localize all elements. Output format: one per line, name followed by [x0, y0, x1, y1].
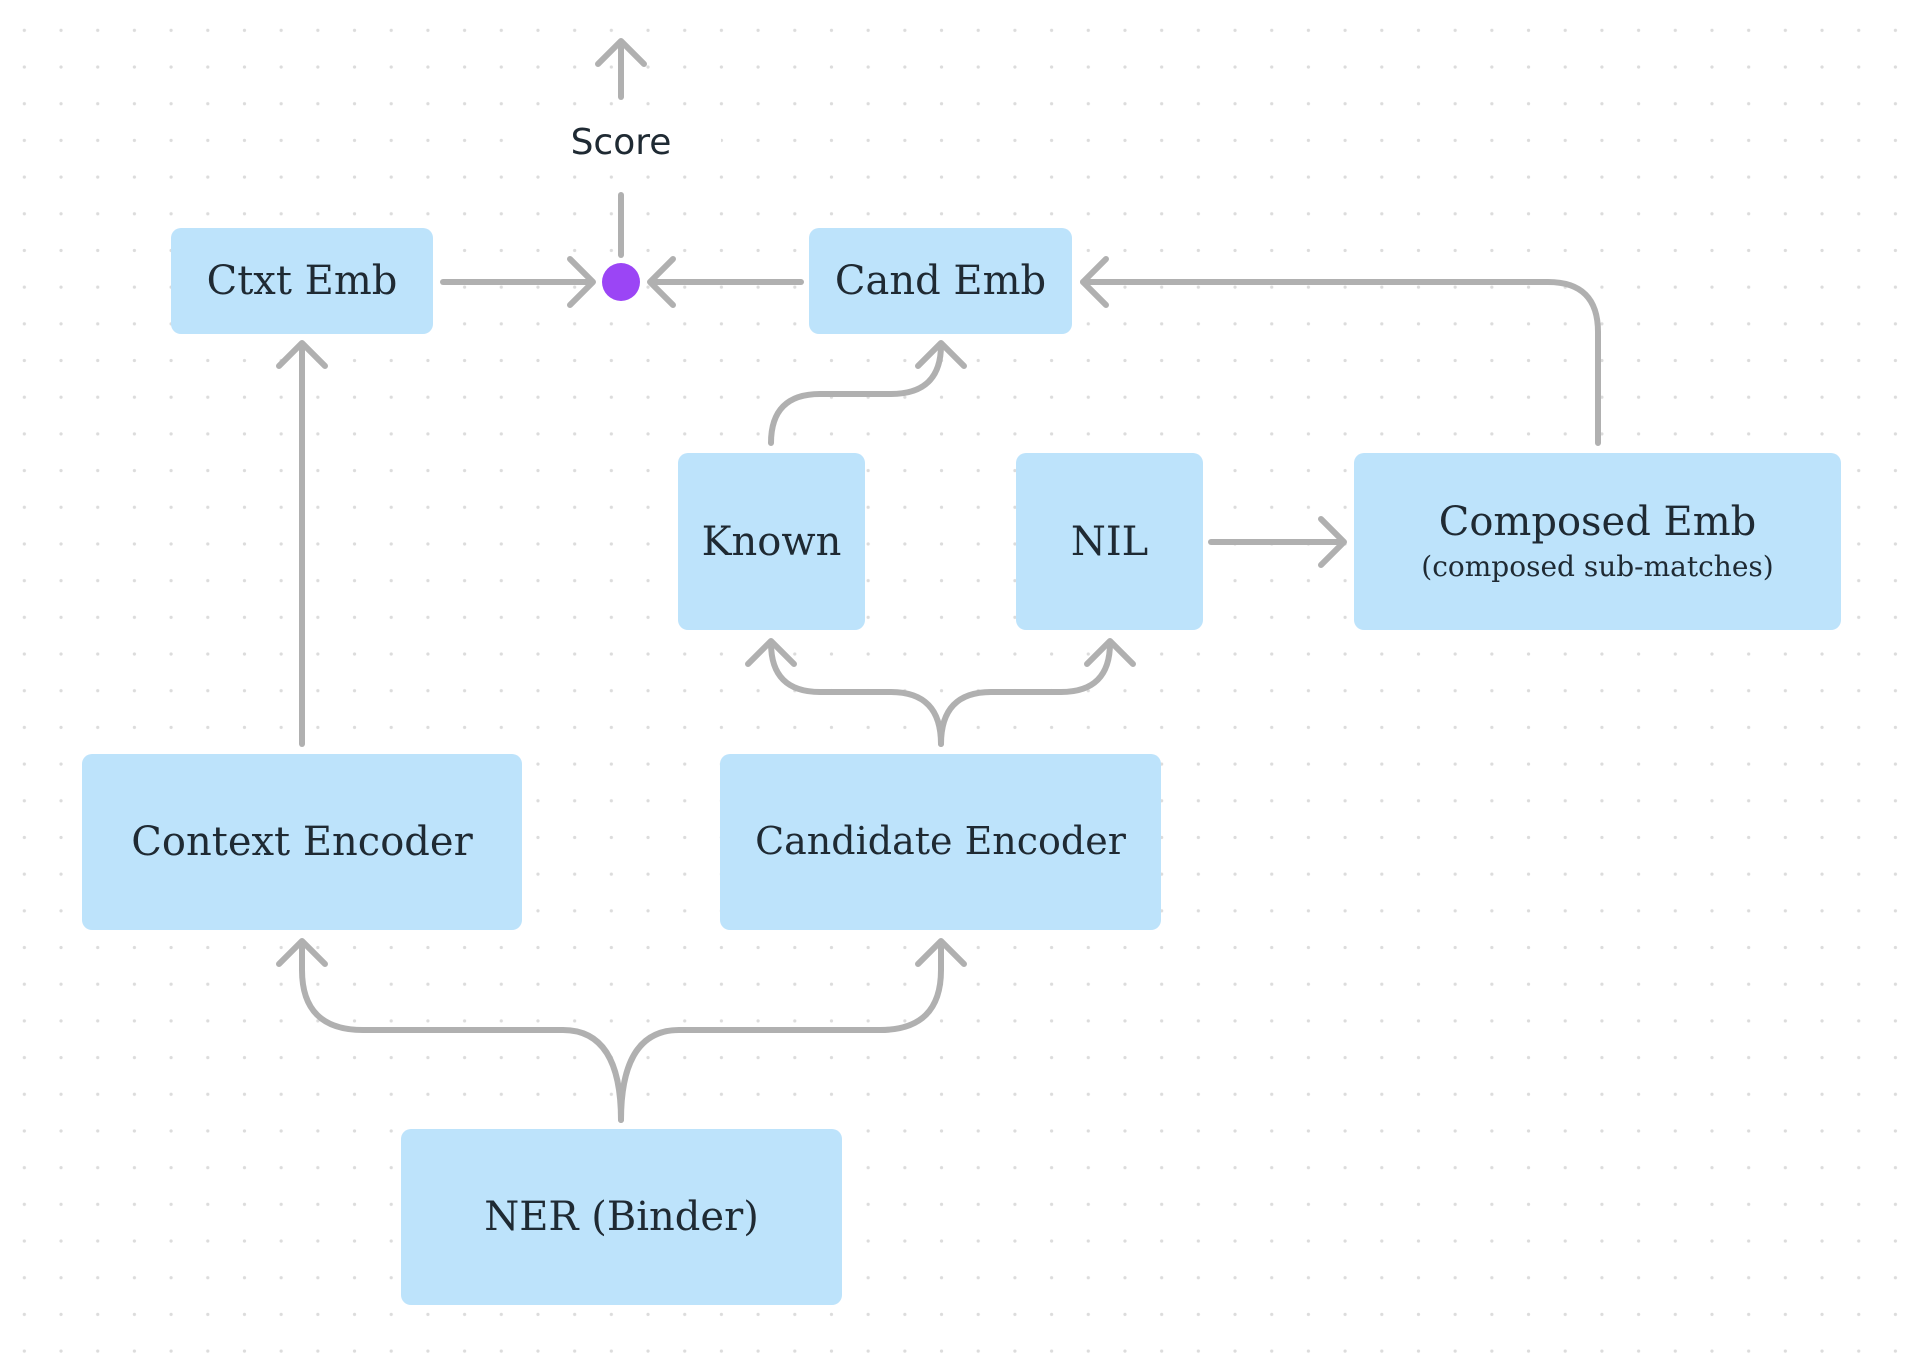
composed-emb-label: Composed Emb: [1438, 499, 1757, 546]
ctxt-emb-node: Ctxt Emb: [171, 228, 433, 334]
composed-to-cand-arrow: [1080, 279, 1601, 446]
score-label: Score: [521, 122, 721, 163]
cand-to-score-arrowhead: [647, 256, 676, 308]
known-label: Known: [701, 518, 842, 565]
candidate-encoder-node: Candidate Encoder: [720, 754, 1161, 930]
composed-emb-sublabel: (composed sub-matches): [1421, 550, 1774, 584]
ctxt-emb-label: Ctxt Emb: [206, 258, 398, 304]
ner-to-context-encoder-arrowhead: [276, 938, 328, 967]
nil-to-composed-arrowhead: [1318, 516, 1347, 568]
candidate-encoder-to-known-arrowhead: [745, 638, 797, 667]
candidate-encoder-to-nil-arrow: [938, 640, 1113, 747]
cand-emb-node: Cand Emb: [809, 228, 1072, 334]
candidate-encoder-to-known-arrow: [768, 640, 944, 747]
nil-node: NIL: [1016, 453, 1203, 630]
composed-emb-node: Composed Emb (composed sub-matches): [1354, 453, 1841, 630]
ner-binder-label: NER (Binder): [484, 1194, 759, 1240]
score-dot: [602, 263, 640, 301]
composed-to-cand-arrowhead: [1080, 256, 1109, 308]
known-to-cand-arrow: [768, 342, 944, 446]
ner-to-candidate-encoder-arrow: [618, 940, 944, 1123]
context-encoder-to-ctxt-arrowhead: [276, 340, 328, 369]
cand-emb-label: Cand Emb: [834, 258, 1047, 304]
ner-to-candidate-encoder-arrowhead: [915, 938, 967, 967]
context-encoder-node: Context Encoder: [82, 754, 522, 930]
known-to-cand-arrowhead: [915, 340, 967, 369]
context-encoder-label: Context Encoder: [131, 819, 473, 865]
known-node: Known: [678, 453, 865, 630]
nil-label: NIL: [1070, 518, 1149, 565]
score-output-arrowhead: [595, 38, 647, 67]
candidate-encoder-to-nil-arrowhead: [1084, 638, 1136, 667]
ner-to-context-encoder-arrow: [299, 940, 624, 1123]
ner-binder-node: NER (Binder): [401, 1129, 842, 1305]
ctxt-to-score-arrowhead: [567, 256, 596, 308]
candidate-encoder-label: Candidate Encoder: [755, 819, 1126, 864]
